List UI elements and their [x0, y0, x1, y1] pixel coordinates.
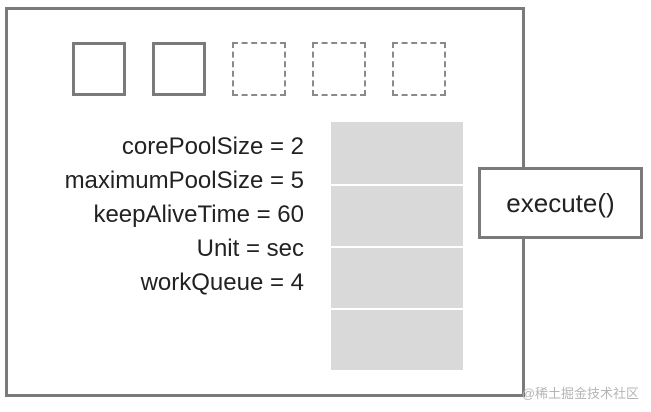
work-queue: [331, 122, 463, 370]
core-pool-size-label: corePoolSize = 2: [121, 133, 304, 160]
thread-pool-frame: corePoolSize = 2 maximumPoolSize = 5 kee…: [5, 7, 525, 397]
queue-slot: [331, 246, 463, 308]
keep-alive-time-label: keepAliveTime = 60: [93, 201, 304, 228]
maximum-pool-size-label: maximumPoolSize = 5: [64, 167, 304, 194]
unit-label: Unit = sec: [196, 235, 304, 262]
execute-box: execute(): [478, 167, 643, 239]
non-core-thread-slot: [392, 42, 446, 96]
queue-slot: [331, 184, 463, 246]
queue-slot: [331, 122, 463, 184]
non-core-thread-slot: [232, 42, 286, 96]
queue-slot: [331, 308, 463, 370]
core-thread-slot: [152, 42, 206, 96]
work-queue-label: workQueue = 4: [140, 269, 304, 296]
non-core-thread-slot: [312, 42, 366, 96]
pool-parameters: corePoolSize = 2 maximumPoolSize = 5 kee…: [8, 130, 304, 300]
execute-label: execute(): [506, 187, 615, 218]
core-thread-slot: [72, 42, 126, 96]
watermark: @稀土掘金技术社区: [521, 386, 639, 401]
